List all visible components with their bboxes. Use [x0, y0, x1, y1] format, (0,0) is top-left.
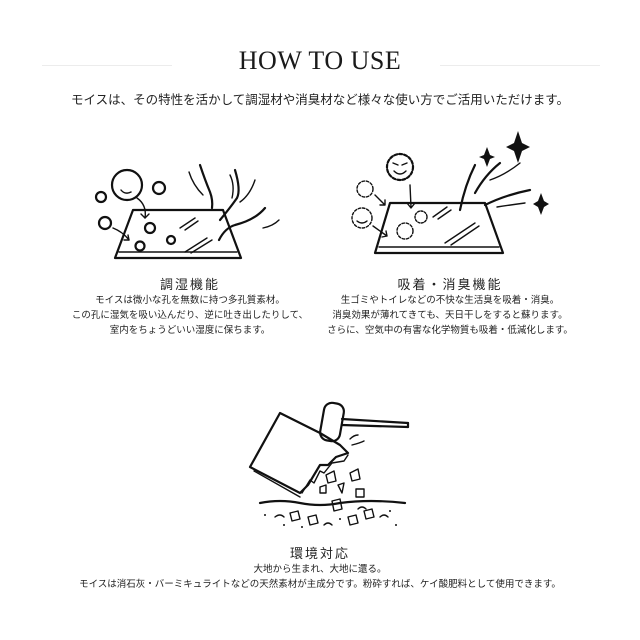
- feature-line: モイスは微小な孔を無数に持つ多孔質素材。: [95, 295, 285, 306]
- feature-line: 大地から生まれ、大地に還る。: [253, 564, 387, 575]
- feature-line: 生ゴミやトイレなどの不快な生活臭を吸着・消臭。: [340, 295, 560, 306]
- feature-body-humidity: モイスは微小な孔を無数に持つ多孔質素材。 この孔に湿気を吸い込んだり、逆に吐き出…: [40, 293, 340, 338]
- intro-text: モイスは、その特性を活かして調湿材や消臭材など様々な使い方でご活用いただけます。: [70, 92, 569, 107]
- germ-big: [385, 152, 415, 182]
- page-title: HOW TO USE: [238, 46, 402, 75]
- deodorize-board-illustration: [335, 125, 555, 260]
- feature-title-humidity: 調湿機能: [159, 278, 220, 293]
- section-header: HOW TO USE: [0, 46, 640, 82]
- feature-line: モイスは消石灰・バーミキュライトなどの天然素材が主成分です。粉砕すれば、ケイ酸肥…: [79, 579, 561, 590]
- title-divider-left: [42, 65, 172, 66]
- feature-line: この孔に湿気を吸い込んだり、逆に吐き出したりして、: [71, 310, 309, 321]
- feature-line: さらに、空気中の有害な化学物質も吸着・低減化します。: [327, 325, 573, 336]
- feature-line: 室内をちょうどいい湿度に保ちます。: [109, 325, 271, 336]
- humidity-board-illustration: [85, 140, 285, 260]
- feature-body-environment: 大地から生まれ、大地に還る。 モイスは消石灰・バーミキュライトなどの天然素材が主…: [20, 562, 620, 592]
- feature-title-deodorize: 吸着・消臭機能: [397, 278, 503, 293]
- crushed-board-illustration: [240, 385, 415, 530]
- feature-title-environment: 環境対応: [289, 547, 350, 562]
- title-divider-right: [440, 65, 600, 66]
- feature-line: 消臭効果が薄れてきても、天日干しをすると蘇ります。: [332, 310, 568, 321]
- feature-body-deodorize: 生ゴミやトイレなどの不快な生活臭を吸着・消臭。 消臭効果が薄れてきても、天日干し…: [300, 293, 600, 338]
